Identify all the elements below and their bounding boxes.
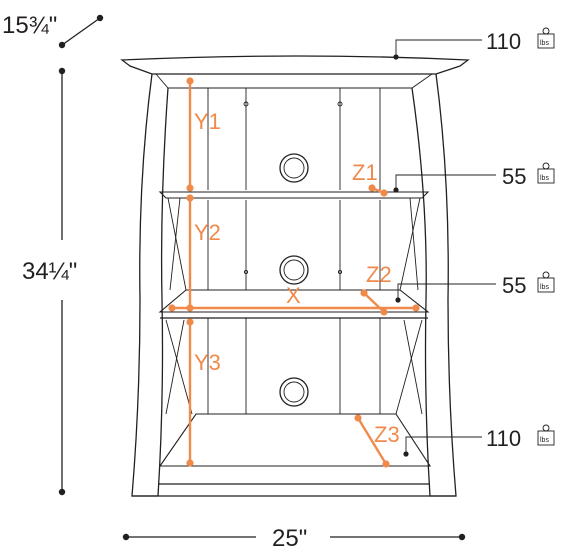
x-label: X <box>286 283 301 308</box>
z1-label: Z1 <box>352 160 378 185</box>
height-label: 34¼" <box>22 258 77 285</box>
shelf-measurements: Y1 Y2 Y3 X Z1 Z2 Z3 <box>168 77 420 468</box>
weight-unit: lbs <box>540 437 549 444</box>
weight-icon: lbs <box>537 162 555 184</box>
y1-label: Y1 <box>194 109 221 134</box>
width-label: 25" <box>272 525 307 550</box>
load-callout-top: 110 lbs <box>393 27 555 60</box>
load-value-shelf3: 55 <box>502 273 526 298</box>
stand-outline <box>120 55 470 497</box>
load-value-shelf2: 55 <box>502 164 526 189</box>
weight-icon: lbs <box>537 271 555 293</box>
load-value-top: 110 <box>486 29 521 54</box>
load-callout-shelf2: 55 lbs <box>393 162 555 193</box>
load-value-bottom: 110 <box>486 426 521 451</box>
y3-label: Y3 <box>194 350 221 375</box>
weight-unit: lbs <box>540 40 549 47</box>
z2-label: Z2 <box>366 262 392 287</box>
z3-label: Z3 <box>374 422 400 447</box>
load-callout-bottom: 110 lbs <box>403 424 555 457</box>
weight-unit: lbs <box>540 175 549 182</box>
depth-dimension: 15¾" <box>2 12 104 49</box>
load-callout-shelf3: 55 lbs <box>395 271 555 303</box>
y2-label: Y2 <box>194 220 221 245</box>
weight-icon: lbs <box>537 27 555 49</box>
height-dimension: 34¼" <box>22 67 77 496</box>
weight-icon: lbs <box>537 424 555 446</box>
width-dimension: 25" <box>122 525 466 550</box>
weight-unit: lbs <box>540 284 549 291</box>
depth-label: 15¾" <box>2 12 57 39</box>
